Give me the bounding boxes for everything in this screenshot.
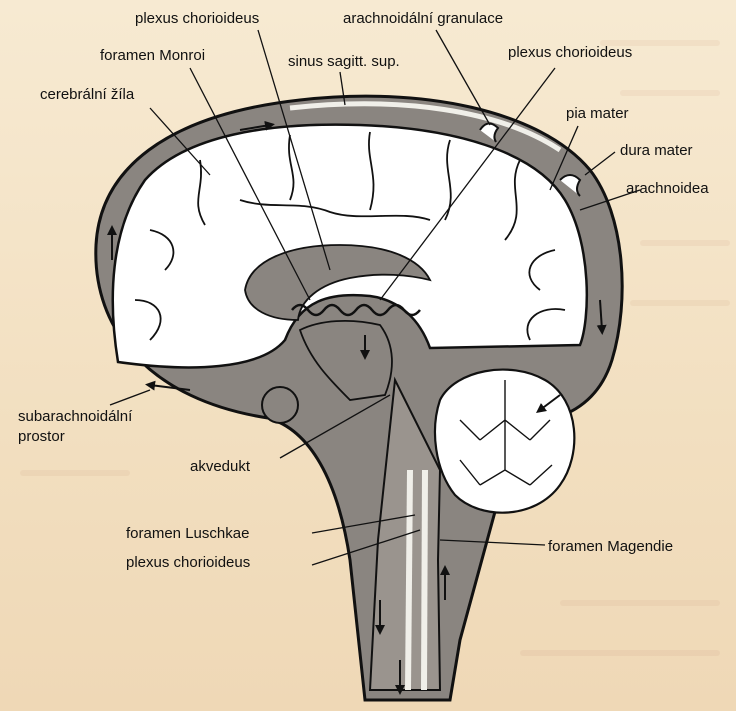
label-plexus-chorioideus-bottom: plexus chorioideus [126, 554, 250, 572]
central-canal [424, 470, 425, 690]
label-foramen-magendie: foramen Magendie [548, 538, 673, 556]
label-dura-mater: dura mater [620, 142, 693, 160]
central-canal [408, 470, 410, 690]
label-cerebralni-zila: cerebrální žíla [40, 86, 134, 104]
label-sinus-sagitt-sup: sinus sagitt. sup. [288, 53, 400, 71]
label-subarachnoidalni: subarachnoidální [18, 408, 132, 426]
pituitary [262, 387, 298, 423]
label-arachnoidalni-granulace: arachnoidální granulace [343, 10, 503, 28]
label-foramen-monroi: foramen Monroi [100, 47, 205, 65]
label-plexus-chorioideus-top: plexus chorioideus [135, 10, 259, 28]
label-pia-mater: pia mater [566, 105, 629, 123]
label-akvedukt: akvedukt [190, 458, 250, 476]
label-prostor: prostor [18, 428, 65, 446]
label-foramen-luschkae: foramen Luschkae [126, 525, 249, 543]
label-arachnoidea: arachnoidea [626, 180, 709, 198]
label-plexus-chorioideus-right: plexus chorioideus [508, 44, 632, 62]
